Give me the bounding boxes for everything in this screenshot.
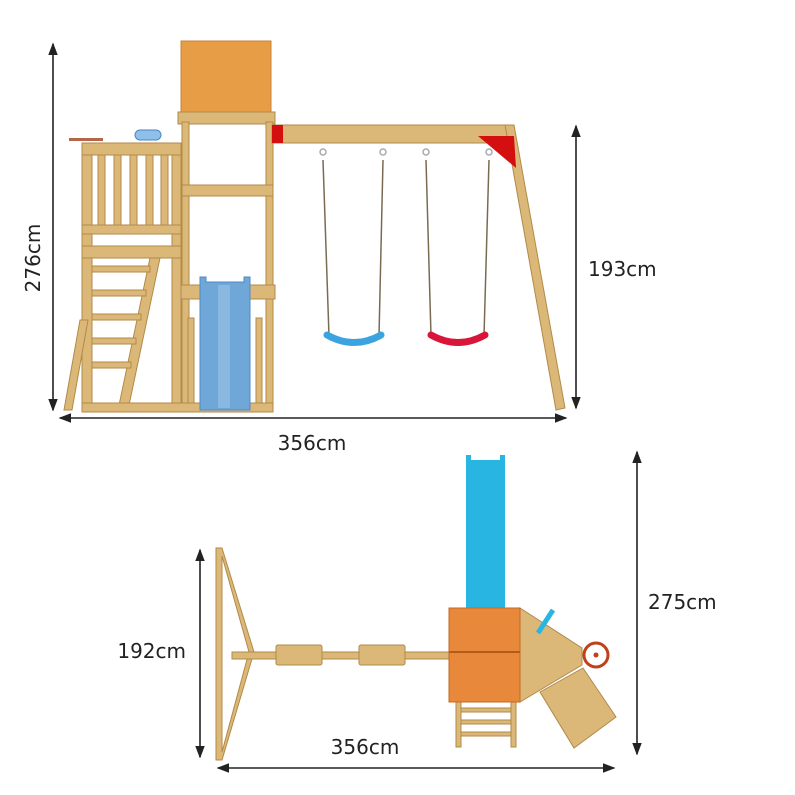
railing-top [81, 142, 182, 156]
front-dimensions: 276cm 356cm 193cm [21, 42, 657, 455]
slide-top [466, 455, 505, 609]
top-dimensions: 192cm 356cm 275cm [117, 450, 717, 773]
ladder-stringer [117, 257, 161, 411]
corner-bracket [478, 136, 516, 168]
ladder-rung [91, 289, 147, 297]
ladder-rung [91, 337, 137, 345]
baluster [145, 154, 154, 228]
height-label: 276cm [21, 224, 45, 293]
base-rail [81, 402, 274, 413]
platform-post-right [171, 142, 182, 413]
swing-beam-top [231, 651, 451, 660]
ladder-rail [510, 699, 517, 748]
tower-crossbar [181, 184, 274, 197]
front-view [63, 40, 566, 413]
ladder-rung [460, 731, 512, 737]
telescope [134, 129, 162, 141]
lattice-post [187, 317, 195, 409]
ladder-rung [91, 265, 151, 273]
a-frame-leg [504, 124, 566, 411]
railing-bottom [81, 224, 182, 235]
ladder-rail [455, 699, 462, 748]
roof-top [448, 607, 521, 703]
steering-wheel-side [69, 138, 103, 141]
baluster [129, 154, 138, 228]
swing-seat-top [275, 644, 323, 666]
swing-seat-top [358, 644, 406, 666]
swing-ropes [322, 159, 490, 337]
swing-seat-blue [323, 331, 385, 346]
telescope-top [535, 608, 556, 635]
lattice-post [255, 317, 263, 409]
ladder-rung [460, 719, 512, 725]
beam-bracket [272, 125, 283, 143]
ladder-rung [91, 361, 132, 369]
baluster [97, 154, 106, 228]
climbing-ramp [539, 667, 617, 749]
roof-beam [177, 111, 276, 125]
depth-label: 275cm [648, 590, 717, 614]
ladder-rung [460, 707, 512, 713]
platform-deck [81, 245, 182, 259]
top-view [215, 455, 617, 761]
swing-hooks [319, 148, 493, 156]
ladder-stringer [63, 319, 89, 411]
top-width-label: 356cm [331, 735, 400, 759]
width-label: 356cm [278, 431, 347, 455]
baluster [160, 154, 169, 228]
platform-post-left [81, 142, 93, 413]
baluster [113, 154, 122, 228]
swing-depth-label: 192cm [117, 639, 186, 663]
swing-beam [271, 124, 513, 144]
ladder-rung [91, 313, 142, 321]
swing-height-label: 193cm [588, 257, 657, 281]
swing-seat-red [427, 331, 489, 346]
tower-post-right [265, 121, 274, 413]
roof-front [180, 40, 272, 114]
slide-highlight [218, 285, 230, 408]
steering-wheel-top [582, 641, 610, 669]
wheel-hub [593, 652, 599, 658]
